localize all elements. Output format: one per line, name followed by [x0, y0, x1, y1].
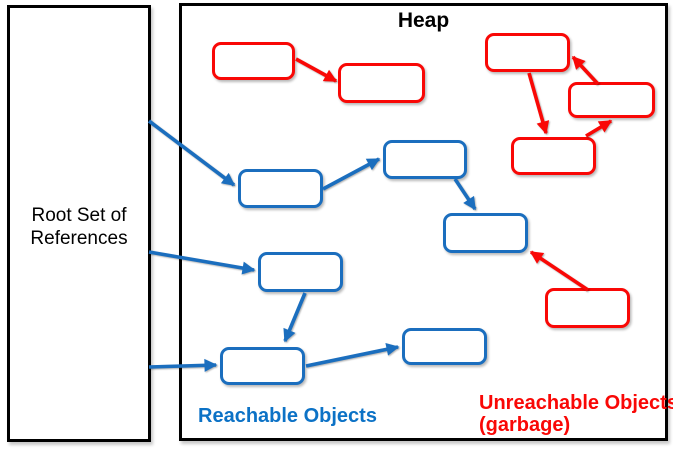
reachable-6-object-box: [402, 328, 487, 365]
unreachable-a-object-box: [212, 42, 295, 80]
unreachable-d-object-box: [568, 82, 655, 118]
root-set-label: Root Set of References: [10, 204, 148, 250]
unreachable-e-object-box: [511, 137, 596, 175]
reachable-3-object-box: [443, 213, 528, 253]
root-set-panel: Root Set of References: [7, 5, 151, 442]
reachable-1-object-box: [238, 169, 323, 208]
root-set-label-line2: References: [30, 228, 128, 249]
unreachable-f-object-box: [545, 288, 630, 328]
reachable-caption: Reachable Objects: [198, 405, 377, 427]
unreachable-caption-line2: (garbage): [479, 414, 571, 436]
reachable-2-object-box: [383, 140, 467, 179]
unreachable-c-object-box: [485, 33, 570, 72]
unreachable-caption: Unreachable Objects (garbage): [479, 392, 673, 436]
heap-title: Heap: [397, 9, 450, 32]
unreachable-b-object-box: [338, 63, 425, 103]
reachable-4-object-box: [258, 252, 343, 292]
root-set-label-line1: Root Set of: [31, 205, 127, 226]
unreachable-caption-line1: Unreachable Objects: [479, 392, 673, 414]
reachable-5-object-box: [220, 347, 305, 385]
